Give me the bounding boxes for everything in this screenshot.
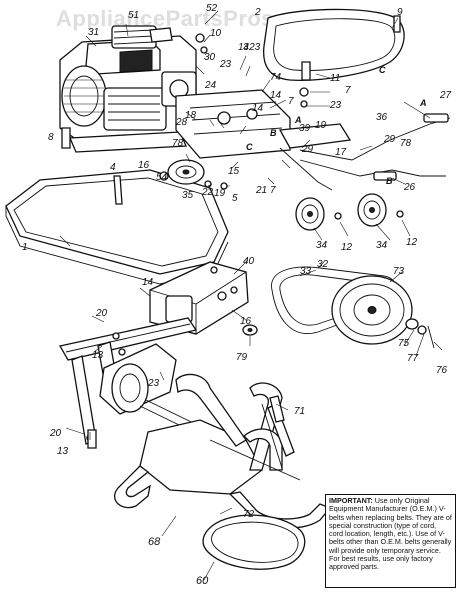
callout-27: 27 [439,90,452,101]
callout-10: 10 [210,28,222,39]
washer-79 [242,324,258,336]
callout-76: 76 [436,365,448,376]
callout-17: 17 [335,147,347,158]
callout-13-lower: 13 [57,446,69,457]
callout-28: 28 [175,117,188,128]
important-notice-box: IMPORTANT: Use only Original Equipment M… [325,494,456,588]
callout-71: 71 [294,406,305,417]
notice-heading: IMPORTANT: [329,496,375,505]
callout-1: 1 [22,242,28,253]
callout-13-upper: 13 [92,350,104,361]
callout-78-right: 78 [400,138,412,149]
tine-assembly [113,373,332,570]
callout-51: 51 [128,10,139,21]
callout-19-right: 19 [315,120,327,131]
callout-8: 8 [48,132,54,143]
callout-9: 9 [397,7,403,18]
callout-26: 26 [403,182,416,193]
callout-54: 54 [156,172,168,183]
pulley-34-right [357,193,387,227]
connector-a-right: A [419,98,427,108]
connector-c-cover: C [379,65,386,75]
callout-4: 4 [110,162,116,173]
callout-16-engine: 16 [138,160,150,171]
leader-lines [59,10,443,581]
callout-73: 73 [393,266,405,277]
callout-30: 30 [204,52,216,63]
callout-35: 35 [182,190,194,201]
connector-a-left: A [294,115,302,125]
control-bracket [175,89,451,191]
callout-40: 40 [243,256,255,267]
engine-assembly [59,25,197,153]
callout-75: 75 [398,338,410,349]
callout-3: 3 [243,42,249,53]
callout-1423: 1423 [238,42,261,53]
callout-19-left: 19 [214,188,226,199]
callout-34-right: 34 [376,240,388,251]
callout-31: 31 [88,27,99,38]
pulley-34-left [295,197,325,231]
drive-pulley-73 [331,275,413,345]
callout-16-frame: 16 [240,316,252,327]
connector-b-right: B [386,176,393,186]
notice-body: Use only Original Equipment Manufacturer… [329,496,452,572]
callout-20-upper: 20 [95,308,108,319]
callout-77: 77 [407,353,419,364]
callout-12-left: 12 [341,242,353,253]
callout-68: 68 [148,536,161,548]
callout-74: 74 [270,72,282,83]
callout-34-left: 34 [316,240,328,251]
callout-7-top: 7 [288,96,294,107]
callout-21: 21 [255,185,267,196]
callout-14-top: 14 [252,103,264,114]
callout-52: 52 [206,3,218,14]
callout-39: 39 [299,123,311,134]
callout-36: 36 [376,112,388,123]
callout-32: 32 [317,259,329,270]
callout-24: 24 [204,80,217,91]
callout-7-lower: 7 [270,185,276,196]
callout-29-right: 29 [383,134,396,145]
callout-22: 22 [201,187,214,198]
callout-20-lower: 20 [49,428,62,439]
callout-14-frame: 14 [142,277,154,288]
callout-labels: 1 2 3 4 5 7 7 7 8 9 10 11 12 12 13 13 14… [22,3,452,587]
connector-c-bracket: C [246,142,253,152]
callout-29-left: 29 [301,144,314,155]
callout-15: 15 [228,166,240,177]
callout-72: 72 [243,509,255,520]
callout-2: 2 [254,7,261,18]
callout-14-mid: 14 [270,90,282,101]
callout-18: 18 [185,110,197,121]
pulley-hardware-75-77-76 [405,318,435,349]
callout-7-right: 7 [345,85,351,96]
transmission-frame [149,261,249,335]
callout-33: 33 [300,266,312,277]
callout-12-right: 12 [406,237,418,248]
callout-11: 11 [330,73,340,84]
callout-23-right: 23 [329,100,342,111]
belt-cover [262,8,405,81]
callout-5: 5 [232,193,238,204]
callout-23-housing: 23 [147,378,160,389]
callout-78-left: 78 [172,138,184,149]
connector-b-left: B [270,128,277,138]
callout-79: 79 [236,352,248,363]
callout-23-top: 23 [219,59,232,70]
connector-letters: A A B B C C [246,65,427,186]
callout-60: 60 [196,575,209,587]
idler-pulley-35 [167,159,205,185]
